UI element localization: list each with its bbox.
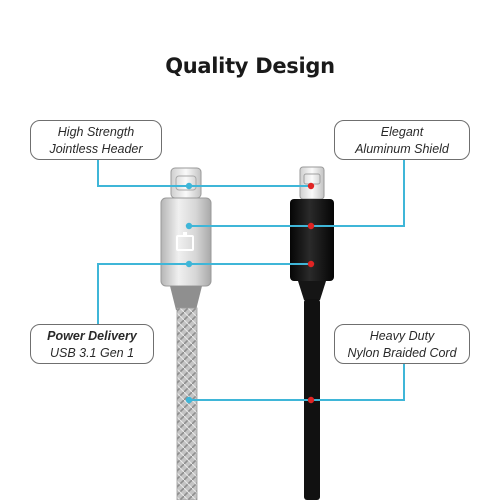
marker-dot xyxy=(185,260,193,268)
strain-relief-black xyxy=(298,281,326,300)
braided-cord xyxy=(176,307,198,500)
leader-power xyxy=(97,263,311,326)
marker-dot xyxy=(185,222,193,230)
callout-cord: Heavy Duty Nylon Braided Cord xyxy=(334,324,470,364)
callout-cord-line1: Heavy Duty xyxy=(369,329,435,343)
page-title: Quality Design xyxy=(165,54,335,78)
aluminum-housing-silver xyxy=(160,197,212,287)
marker-dot xyxy=(307,182,315,190)
marker-dot xyxy=(307,260,315,268)
aluminum-housing-black xyxy=(290,199,334,281)
marker-dot xyxy=(307,222,315,230)
strain-relief-silver xyxy=(170,286,202,310)
callout-shield-line1: Elegant xyxy=(380,125,424,139)
callout-power-line2: USB 3.1 Gen 1 xyxy=(49,346,135,360)
callout-header-line1: High Strength xyxy=(57,125,135,139)
right-markers xyxy=(307,182,315,404)
usb-c-cable xyxy=(160,167,212,500)
callout-header: High Strength Jointless Header xyxy=(30,120,162,160)
marker-dot xyxy=(185,396,193,404)
callout-power: Power Delivery USB 3.1 Gen 1 xyxy=(30,324,154,364)
left-markers xyxy=(185,182,193,404)
leader-cord xyxy=(189,364,405,401)
marker-dot xyxy=(185,182,193,190)
callout-shield: Elegant Aluminum Shield xyxy=(334,120,470,160)
leader-lines xyxy=(97,158,405,401)
callout-cord-line2: Nylon Braided Cord xyxy=(347,346,457,360)
marker-dot xyxy=(307,396,315,404)
callout-shield-line2: Aluminum Shield xyxy=(355,142,449,156)
callout-power-line1: Power Delivery xyxy=(47,329,137,343)
leader-shield xyxy=(189,158,405,227)
micro-usb-cable xyxy=(290,166,334,500)
callout-header-line2: Jointless Header xyxy=(49,142,143,156)
leader-header xyxy=(97,158,311,187)
